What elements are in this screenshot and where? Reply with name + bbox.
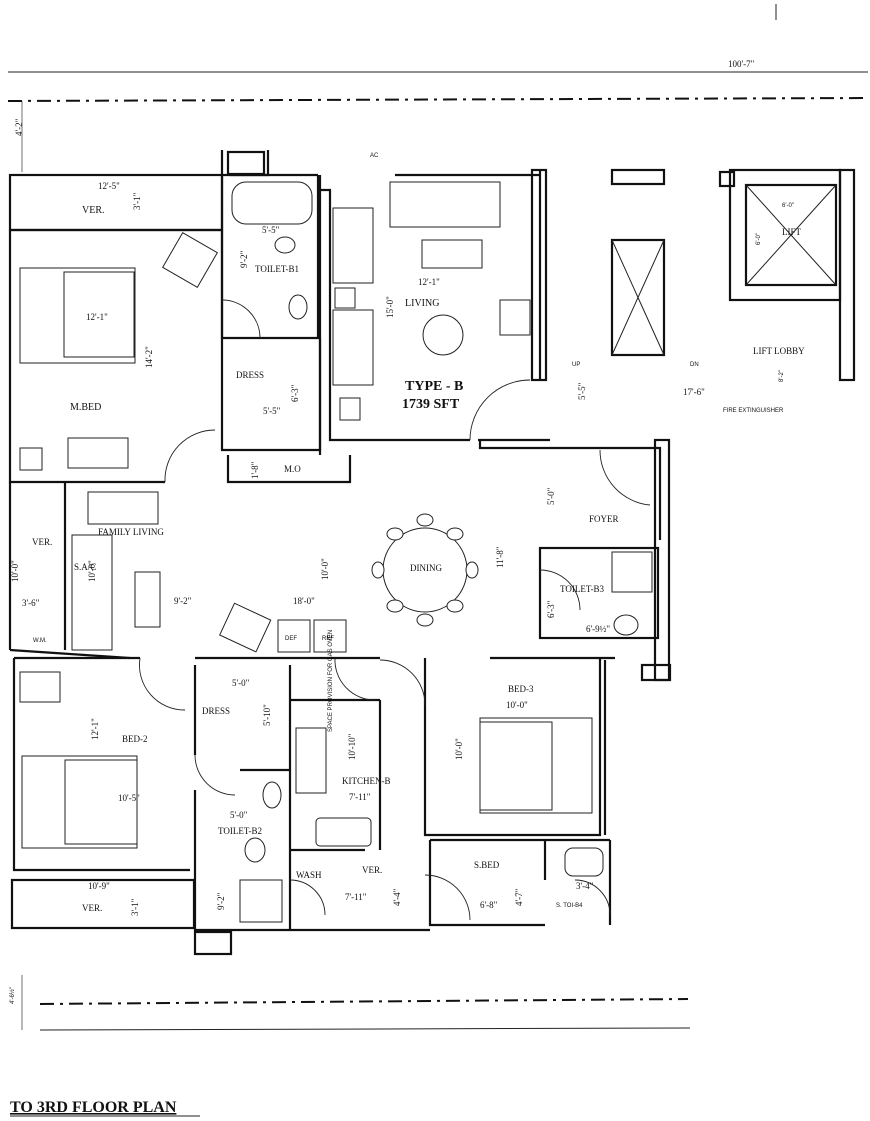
dim-5-5-t: 5'-5" <box>262 225 280 235</box>
label-dn: DN <box>690 362 699 368</box>
dim-10-0-bed3v: 10'-0" <box>454 738 464 760</box>
dim-9-2-t: 9'-2" <box>239 250 249 268</box>
dim-6-8: 6'-8" <box>480 900 498 910</box>
dim-9-2-t2: 9'-2" <box>216 892 226 910</box>
dim-3-4: 3'-4" <box>576 881 594 891</box>
label-up: UP <box>572 362 580 368</box>
label-ver-top: VER. <box>82 205 105 216</box>
dim-9-2-fam: 9'-2" <box>174 596 192 606</box>
label-mo: M.O <box>284 464 301 474</box>
label-bed3: BED-3 <box>508 684 534 694</box>
dim-17-6: 17'-6" <box>683 387 705 397</box>
setback-lines <box>7 4 869 1031</box>
label-fire-extinguisher: FIRE EXTINGUISHER <box>723 408 784 414</box>
dim-18-0: 18'-0" <box>293 596 315 606</box>
dim-6-0-lift-v: 6'-0" <box>756 233 762 245</box>
label-family-living: FAMILY LIVING <box>98 527 164 537</box>
dim-7-11-k: 7'-11" <box>349 792 371 802</box>
label-lift: LIFT <box>782 227 802 237</box>
label-lift-lobby: LIFT LOBBY <box>753 346 805 356</box>
dim-12-1-bed2: 12'-1" <box>90 718 100 740</box>
label-ver-bottom: VER. <box>82 903 102 913</box>
dim-1-8: 1'-8" <box>250 461 260 479</box>
label-kitchen: KITCHEN-B <box>342 776 391 786</box>
walls <box>8 150 856 956</box>
dim-4-7: 4'-7" <box>514 888 524 906</box>
dimension-labels: 100'-7" 4'-2" 12'-5" 3'-1" 5'-5" 9'-2" 1… <box>9 59 794 1004</box>
label-toilet-b3: TOILET-B3 <box>560 584 604 594</box>
label-ac: AC <box>370 153 379 159</box>
dim-3-6: 3'-6" <box>22 598 40 608</box>
dim-15-0: 15'-0" <box>385 296 395 318</box>
dim-5-0-dress: 5'-0" <box>232 678 250 688</box>
dim-10-0-ver: 10'-0" <box>10 560 20 582</box>
dim-6-3-dress: 6'-3" <box>290 384 300 402</box>
label-ver-left: VER. <box>32 537 52 547</box>
dim-4-4: 4'-4" <box>392 888 402 906</box>
dim-14-2: 14'-2" <box>144 346 154 368</box>
dim-10-0-bed3: 10'-0" <box>506 700 528 710</box>
plan-title: TO 3RD FLOOR PLAN <box>10 1099 177 1116</box>
dim-5-0-t2: 5'-0" <box>230 810 248 820</box>
furniture <box>19 181 653 923</box>
dim-10-10: 10'-10" <box>347 733 357 760</box>
dim-7-11-ver: 7'-11" <box>345 892 367 902</box>
label-gas-oven: SPACE PROVISION FOR GAS OVEN <box>328 630 334 732</box>
label-type: TYPE - B <box>405 379 463 394</box>
label-living: LIVING <box>405 298 439 309</box>
doors <box>139 299 651 921</box>
dim-5-5-dress: 5'-5" <box>263 406 281 416</box>
dim-3-1-top: 3'-1" <box>132 192 142 210</box>
label-dress-top: DRESS <box>236 370 264 380</box>
dim-3-1-bottom: 3'-1" <box>130 898 140 916</box>
room-labels: VER. TOILET-B1 LIVING DRESS M.BED M.O FA… <box>32 153 805 913</box>
dim-12-1-living: 12'-1" <box>418 277 440 287</box>
dim-6-0-lift: 6'-0" <box>782 203 794 209</box>
label-wash: WASH <box>296 870 322 880</box>
label-s-toi-b4: S. TOI-B4 <box>556 903 583 909</box>
label-toilet-b2: TOILET-B2 <box>218 826 262 836</box>
label-mbed: M.BED <box>70 402 101 413</box>
label-bed2: BED-2 <box>122 734 148 744</box>
dim-8-2: 8'-2" <box>779 370 785 382</box>
label-area: 1739 SFT <box>402 397 460 412</box>
dim-5-0-foyer: 5'-0" <box>546 487 556 505</box>
dim-10-0-din: 10'-0" <box>320 558 330 580</box>
label-foyer: FOYER <box>589 514 619 524</box>
label-ver-kitchen: VER. <box>362 865 382 875</box>
dim-10-9: 10'-9" <box>88 881 110 891</box>
label-dining: DINING <box>410 563 442 573</box>
dim-10-0-fam: 10'-0" <box>87 560 97 582</box>
dim-5-5-stair: 5'-5" <box>577 382 587 400</box>
dim-12-1-mbed: 12'-1" <box>86 312 108 322</box>
dim-overall-width: 100'-7" <box>728 59 755 69</box>
label-wm: W.M. <box>33 638 47 644</box>
dim-11-8: 11'-8" <box>495 546 505 568</box>
label-sbed: S.BED <box>474 860 500 870</box>
dim-6-9: 6'-9½" <box>586 624 610 634</box>
dim-10-5: 10'-5" <box>118 793 140 803</box>
dim-4-6: 4'-6½" <box>9 987 16 1004</box>
dim-6-3-t3: 6'-3" <box>546 600 556 618</box>
dim-12-5: 12'-5" <box>98 181 120 191</box>
label-toilet-b1: TOILET-B1 <box>255 264 299 274</box>
label-sac: S.A/C <box>74 562 96 572</box>
label-ref: REF <box>322 636 334 642</box>
dim-4-2-top: 4'-2" <box>14 118 24 136</box>
dim-5-10: 5'-10" <box>262 704 272 726</box>
label-def: DEF <box>285 636 297 642</box>
label-dress-bottom: DRESS <box>202 706 230 716</box>
